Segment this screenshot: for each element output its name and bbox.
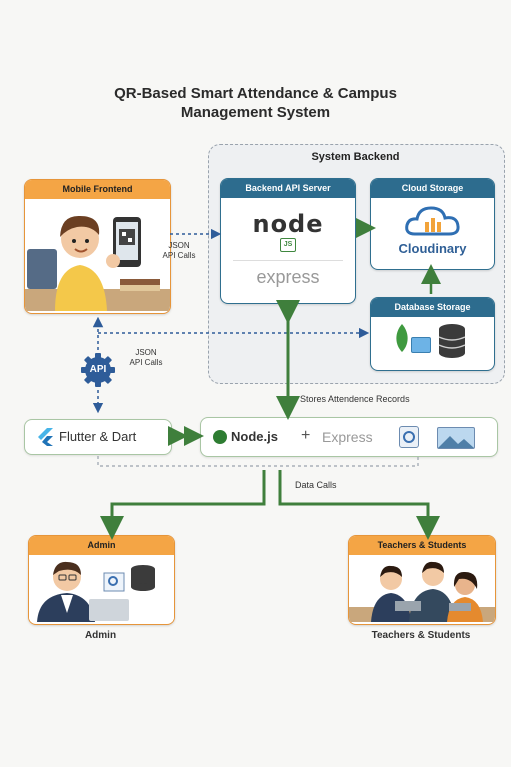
mobile-frontend-title: Mobile Frontend bbox=[25, 180, 170, 199]
admin-caption: Admin bbox=[84, 630, 117, 641]
admin-card-title: Admin bbox=[29, 536, 174, 555]
node-logo-text: node bbox=[252, 210, 324, 238]
cloudinary-brand: Cloudinary bbox=[398, 241, 467, 256]
node-express-pill[interactable]: Node.js + Express bbox=[200, 417, 498, 457]
cloud-storage-card[interactable]: Cloud Storage Cloudinary bbox=[370, 178, 495, 270]
api-gear-icon: API bbox=[80, 352, 116, 388]
mobile-frontend-card[interactable]: Mobile Frontend bbox=[24, 179, 171, 314]
dashed-data-calls-bracket bbox=[97, 456, 419, 467]
mongodb-leaf-icon bbox=[396, 324, 408, 352]
database-storage-card[interactable]: Database Storage bbox=[370, 297, 495, 371]
cloud-icon bbox=[371, 204, 494, 243]
teachers-students-card[interactable]: Teachers & Students bbox=[348, 535, 496, 625]
admin-illustration bbox=[29, 555, 174, 622]
database-storage-title: Database Storage bbox=[371, 298, 494, 317]
api-badge-label: API bbox=[89, 364, 107, 375]
node-js-badge: JS bbox=[280, 238, 296, 252]
json-api-calls-label-bottom: JSON API Calls bbox=[129, 348, 163, 367]
teachers-students-illustration bbox=[349, 555, 495, 622]
express-logo: express bbox=[256, 267, 320, 287]
teachers-students-title: Teachers & Students bbox=[349, 536, 495, 555]
flutter-dart-label: Flutter & Dart bbox=[59, 429, 137, 444]
node-hexagon-icon bbox=[213, 430, 227, 444]
stores-records-label: Stores Attendence Records bbox=[300, 394, 410, 404]
json-api-calls-label-top: JSON API Calls bbox=[162, 241, 196, 260]
plus-sign: + bbox=[301, 427, 311, 444]
page-title: QR-Based Smart Attendance & Campus Manag… bbox=[0, 84, 511, 122]
student-with-phone-illustration bbox=[25, 199, 170, 311]
title-line-1: QR-Based Smart Attendance & Campus bbox=[114, 85, 397, 102]
arrow-to-teachers bbox=[278, 470, 440, 540]
cloud-storage-title: Cloud Storage bbox=[371, 179, 494, 198]
backend-api-server-title: Backend API Server bbox=[221, 179, 355, 198]
image-gallery-icon bbox=[437, 427, 475, 449]
express-label: Express bbox=[322, 429, 373, 445]
node-logo: node JS bbox=[221, 210, 355, 252]
flutter-dart-pill[interactable]: Flutter & Dart bbox=[24, 419, 172, 455]
settings-box-icon bbox=[399, 426, 419, 448]
image-icon bbox=[411, 337, 431, 353]
arrow-to-admin bbox=[100, 470, 266, 540]
system-backend-title: System Backend bbox=[311, 151, 400, 163]
backend-api-server-card[interactable]: Backend API Server node JS express bbox=[220, 178, 356, 304]
admin-card[interactable]: Admin bbox=[28, 535, 175, 625]
teachers-students-caption: Teachers & Students bbox=[371, 630, 471, 641]
database-cylinder-icon bbox=[438, 324, 466, 358]
flutter-logo-icon bbox=[38, 428, 53, 446]
data-calls-label: Data Calls bbox=[295, 480, 337, 490]
node-js-label: Node.js bbox=[231, 429, 278, 444]
title-line-2: Management System bbox=[180, 104, 331, 121]
